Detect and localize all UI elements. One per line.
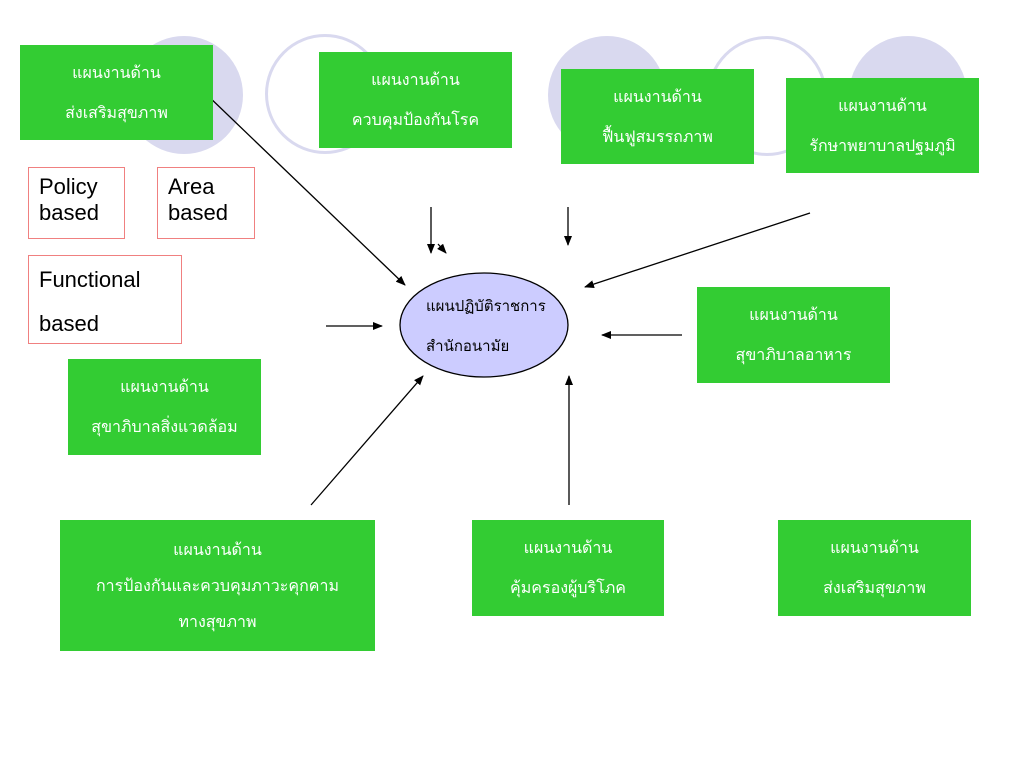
- plan-title: แผนงานด้าน: [120, 377, 209, 396]
- plan-title: แผนงานด้าน: [838, 95, 927, 115]
- plan-title: แผนงานด้าน: [749, 305, 838, 324]
- arrow: [204, 92, 406, 286]
- plan-box: แผนงานด้าน สุขาภิบาลอาหาร: [697, 287, 890, 383]
- plan-box: แผนงานด้าน ควบคุมป้องกันโรค: [319, 52, 512, 148]
- plan-box: แผนงานด้าน รักษาพยาบาลปฐมภูมิ: [786, 78, 979, 173]
- policy-line1: Policy: [39, 174, 98, 199]
- policy-based-box: Policy based: [28, 167, 125, 239]
- arrow: [584, 212, 811, 288]
- plan-box: แผนงานด้าน ส่งเสริมสุขภาพ: [20, 45, 213, 140]
- functional-line1: Functional: [39, 267, 141, 292]
- plan-subtitle: การป้องกันและควบคุมภาวะคุกคาม: [95, 575, 339, 595]
- arrow: [437, 243, 447, 254]
- plan-title: แผนงานด้าน: [523, 538, 613, 557]
- plan-subtitle: ฟื้นฟูสมรรถภาพ: [602, 126, 713, 146]
- functional-based-box: Functional based: [28, 255, 182, 344]
- center-node-label: แผนปฏิบัติราชการ สำนักอนามัย: [400, 272, 570, 380]
- plan-subtitle: รักษาพยาบาลปฐมภูมิ: [809, 135, 956, 155]
- policy-line2: based: [39, 200, 99, 225]
- plan-box: แผนงานด้าน ส่งเสริมสุขภาพ: [778, 520, 971, 616]
- plan-subtitle: สุขาภิบาลอาหาร: [735, 345, 852, 364]
- plan-title: แผนงานด้าน: [613, 86, 702, 106]
- plan-title: แผนงานด้าน: [173, 539, 262, 559]
- plan-subtitle: คุ้มครองผู้บริโภค: [510, 578, 626, 597]
- plan-subtitle: ควบคุมป้องกันโรค: [351, 110, 480, 129]
- plan-box: แผนงานด้าน ฟื้นฟูสมรรถภาพ: [561, 69, 754, 164]
- plan-box: แผนงานด้าน คุ้มครองผู้บริโภค: [472, 520, 664, 616]
- plan-title: แผนงานด้าน: [830, 538, 919, 557]
- center-line1: แผนปฏิบัติราชการ: [426, 297, 546, 315]
- plan-subtitle: ส่งเสริมสุขภาพ: [823, 578, 926, 597]
- plan-subtitle-cont: ทางสุขภาพ: [178, 611, 257, 631]
- arrow: [310, 375, 424, 506]
- plan-title: แผนงานด้าน: [72, 62, 161, 82]
- center-line2: สำนักอนามัย: [426, 337, 510, 355]
- plan-subtitle: สุขาภิบาลสิ่งแวดล้อม: [91, 417, 238, 436]
- plan-box: แผนงานด้าน การป้องกันและควบคุมภาวะคุกคาม…: [60, 520, 375, 651]
- plan-subtitle: ส่งเสริมสุขภาพ: [65, 102, 168, 122]
- center-ellipse: [399, 272, 569, 378]
- area-line1: Area: [168, 174, 215, 199]
- area-based-box: Area based: [157, 167, 255, 239]
- area-line2: based: [168, 200, 228, 225]
- plan-box: แผนงานด้าน สุขาภิบาลสิ่งแวดล้อม: [68, 359, 261, 455]
- functional-line2: based: [39, 311, 99, 336]
- plan-title: แผนงานด้าน: [371, 70, 460, 89]
